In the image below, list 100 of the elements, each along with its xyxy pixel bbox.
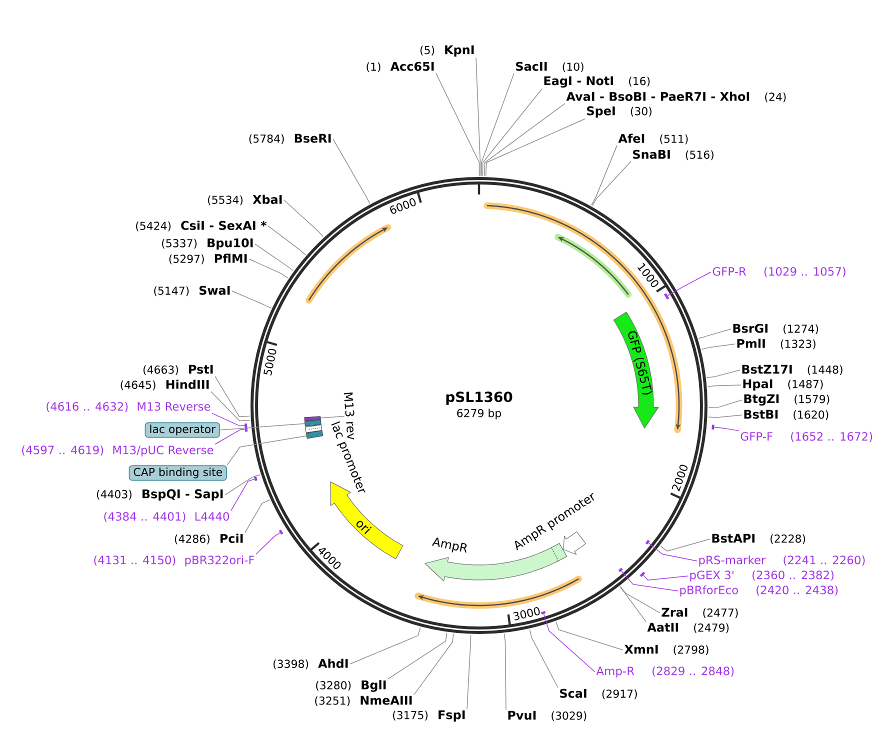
site-label: (5147) SwaI (154, 286, 230, 296)
primer-label: (4131 .. 4150) pBR322ori-F (94, 555, 254, 567)
leader-line (708, 384, 742, 387)
primer-mark (618, 568, 623, 572)
leader-line (210, 391, 250, 422)
feature-box (304, 419, 322, 426)
leader-line (648, 542, 698, 562)
site-label: EagI - NotI (16) (544, 76, 650, 88)
leader-line (214, 428, 246, 445)
leader-line (466, 634, 472, 710)
site-label: (5784) BseRI (249, 134, 331, 144)
primer-mark (244, 423, 248, 428)
primer-label: pBRforEco (2420 .. 2438) (680, 585, 838, 597)
leader-line (254, 244, 294, 271)
leader-line (643, 575, 688, 580)
leader-line (621, 570, 678, 592)
site-label: ScaI (2917) (560, 688, 637, 700)
primer-label: GFP-R (1029 .. 1057) (712, 266, 846, 278)
site-label: (3251) NmeAIII (315, 696, 412, 706)
site-label: SacII (10) (516, 62, 584, 72)
primer-label: (4597 .. 4619) M13/pUC Reverse (22, 445, 214, 457)
site-label: (5337) Bpu10I (162, 238, 253, 250)
leader-line (701, 344, 736, 350)
site-label: BstZ17I (1448) (742, 364, 842, 376)
primer-label: (4616 .. 4632) M13 Reverse (46, 402, 210, 412)
site-label: (3175) FspI (393, 710, 465, 722)
leader-line (667, 272, 712, 296)
site-label: XmnI (2798) (624, 644, 708, 656)
leader-line (504, 633, 506, 710)
leader-line (480, 72, 514, 176)
site-label: AatII (2479) (647, 622, 729, 634)
site-label: SpeI (30) (587, 106, 652, 118)
primer-label: pGEX 3' (2360 .. 2382) (690, 570, 834, 582)
primer-label: GFP-F (1652 .. 1672) (740, 432, 872, 442)
leader-line (332, 138, 370, 204)
leader-line (592, 160, 632, 206)
site-label: PmlI (1323) (737, 338, 816, 350)
leader-line (556, 622, 624, 650)
leader-line (476, 57, 481, 176)
site-label: AfeI (511) (618, 134, 688, 144)
leader-line (244, 500, 270, 533)
tick-label: 5000 (264, 348, 276, 376)
site-label: BtgZI (1579) (744, 394, 830, 406)
site-label: SnaBI (516) (633, 150, 714, 160)
feature-label: M13 rev (344, 392, 354, 440)
site-label: (4663) PstI (143, 364, 213, 376)
leader-line (214, 376, 250, 417)
leader-line (706, 370, 740, 378)
leader-line (591, 145, 618, 206)
tick-label: 3000 (513, 607, 540, 620)
site-label: (4403) BspQI - SapI (96, 489, 223, 501)
feature-bar (304, 416, 321, 422)
site-label: (4645) HindIII (120, 380, 209, 390)
leader-line (248, 258, 288, 278)
primer-mark (712, 424, 714, 430)
leader-line (414, 633, 454, 696)
site-label: BsrGI (1274) (733, 324, 818, 334)
site-label: (5) KpnI (420, 45, 474, 57)
leader-line (708, 400, 742, 408)
site-label: HpaI (1487) (743, 379, 823, 391)
primer-label: (4384 .. 4401) L4440 (104, 512, 230, 522)
leader-line (484, 103, 566, 176)
leader-line (714, 426, 740, 432)
leader-line (224, 474, 260, 496)
primer-label: Amp-R (2829 .. 2848) (596, 666, 734, 678)
site-label: BstAPI (2228) (712, 534, 806, 544)
leader-line (256, 532, 280, 555)
gene-feature: GFP (S65T) (613, 312, 659, 428)
leader-line (388, 632, 448, 680)
leader-line (268, 226, 306, 256)
feature-tag: lac operator (144, 422, 220, 438)
site-label: (5534) XbaI (208, 194, 282, 206)
site-label: (5297) PflMI (169, 254, 247, 264)
leader-line (226, 435, 307, 466)
site-label: (4286) PciI (174, 534, 243, 544)
tick-label: 6000 (390, 198, 416, 214)
leader-line (529, 629, 558, 688)
site-label: (5424) CsiI - SexAI * (136, 220, 267, 232)
site-label: (3280) BglI (316, 680, 386, 692)
leader-line (320, 416, 345, 418)
leader-line (620, 586, 660, 614)
site-label: (1) Acc65I (366, 62, 434, 72)
leader-line (543, 614, 596, 672)
primer-label: pRS-marker (2241 .. 2260) (699, 555, 865, 567)
leader-line (436, 72, 480, 176)
feature-box (306, 430, 324, 439)
leader-line (708, 414, 742, 418)
leader-line (284, 200, 324, 238)
leader-line (698, 328, 732, 339)
leader-line (230, 478, 255, 512)
site-label: PvuI (3029) (508, 710, 586, 722)
site-label: BstBI (1620) (744, 410, 828, 420)
leader-line (620, 586, 646, 622)
site-label: AvaI - BsoBI - PaeR7I - XhoI (24) (566, 92, 786, 102)
primer-mark (664, 293, 670, 300)
primer-mark (645, 540, 650, 545)
leader-line (232, 290, 272, 308)
leader-line (220, 423, 306, 430)
leader-line (212, 412, 245, 426)
primer-mark (541, 610, 546, 614)
